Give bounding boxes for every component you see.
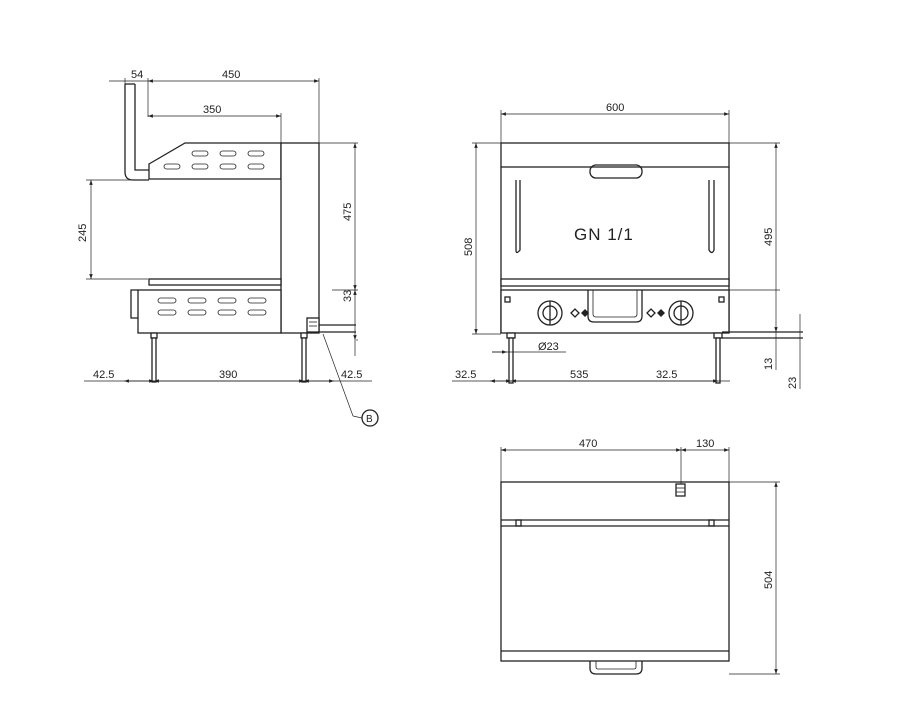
side-leg-left bbox=[150, 332, 158, 339]
dim-depth-to-connector: 470 bbox=[579, 438, 597, 450]
dim-side-overall-depth: 450 bbox=[222, 69, 240, 81]
front-control-panel bbox=[500, 289, 730, 334]
side-handle bbox=[124, 84, 149, 181]
side-connector bbox=[306, 317, 320, 333]
top-body bbox=[500, 481, 730, 662]
front-view: GN 1/1 bbox=[452, 102, 803, 389]
dim-front-overall-width: 600 bbox=[606, 102, 624, 114]
dim-body-height: 475 bbox=[342, 203, 354, 221]
front-hood-handle bbox=[589, 164, 643, 179]
base-vents bbox=[157, 297, 267, 316]
side-hood bbox=[148, 142, 282, 180]
front-foot-left bbox=[506, 332, 516, 339]
dim-foot-right-offset: 32.5 bbox=[656, 369, 677, 381]
dim-leg-right-offset: 42.5 bbox=[341, 369, 362, 381]
dim-opening-height: 245 bbox=[77, 224, 89, 242]
top-handle bbox=[589, 661, 643, 675]
front-foot-right bbox=[713, 332, 723, 339]
front-gn-label: GN 1/1 bbox=[574, 225, 634, 244]
front-grill-plate bbox=[500, 278, 730, 287]
dim-leg-left-offset: 42.5 bbox=[93, 369, 114, 381]
front-knob-left bbox=[537, 300, 563, 326]
dim-foot-spacing: 535 bbox=[570, 369, 588, 381]
front-knob-right bbox=[668, 300, 694, 326]
dim-front-overall-height: 508 bbox=[463, 238, 475, 256]
dim-foot-diameter: Ø23 bbox=[538, 341, 559, 353]
top-view: 470 130 504 bbox=[500, 438, 780, 675]
dim-leg-spacing: 390 bbox=[219, 369, 237, 381]
dim-connector-height: 13 bbox=[763, 358, 775, 370]
side-leg-right bbox=[300, 332, 308, 339]
dim-foot-height: 23 bbox=[787, 377, 799, 389]
side-grill-plate bbox=[148, 278, 282, 286]
hood-vents bbox=[163, 150, 265, 170]
dim-foot-left-offset: 32.5 bbox=[455, 369, 476, 381]
front-indicator-lights bbox=[570, 308, 665, 318]
callout-leader bbox=[322, 333, 354, 417]
dim-front-body-height: 495 bbox=[763, 228, 775, 246]
top-connector bbox=[675, 483, 686, 497]
side-base bbox=[137, 289, 282, 334]
front-hood bbox=[500, 142, 730, 168]
dim-base-height: 33 bbox=[342, 290, 354, 302]
dim-hood-depth: 350 bbox=[203, 104, 221, 116]
dim-handle-depth: 54 bbox=[131, 69, 143, 81]
callout-circle bbox=[361, 409, 379, 427]
dim-connector-offset: 130 bbox=[696, 438, 714, 450]
front-tray-handle bbox=[587, 290, 643, 323]
side-view: 54 450 350 245 475 33 42.5 390 42.5 B bbox=[77, 69, 379, 427]
side-rear-column bbox=[280, 142, 320, 334]
callout-label: B bbox=[366, 414, 373, 425]
dim-top-overall-depth: 504 bbox=[763, 571, 775, 589]
